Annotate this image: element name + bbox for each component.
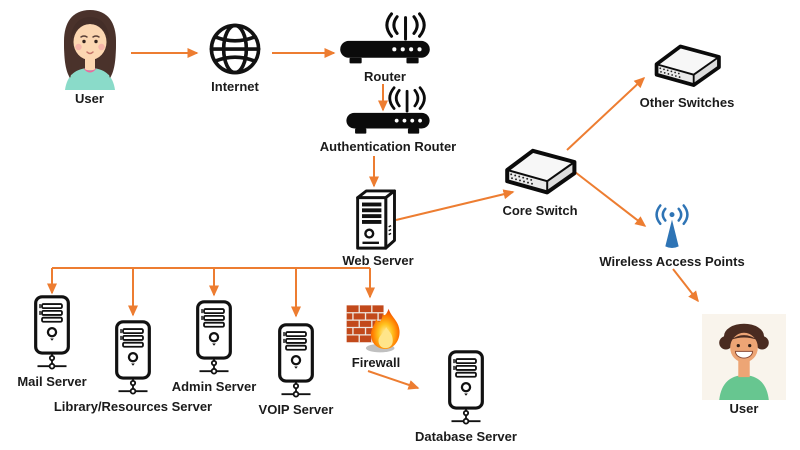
node-label: Admin Server [171,379,257,394]
node-label: Library/Resources Server [53,399,213,414]
node-label: Other Switches [639,95,735,110]
network-switch-icon [505,148,577,195]
man-avatar-icon [719,323,769,400]
node-voip-server: VOIP Server [256,323,336,418]
node-database-server: Database Server [414,350,518,445]
node-admin-server: Admin Server [171,300,257,395]
wireless-router-icon [340,12,430,64]
node-auth-router: Authentication Router [318,86,458,155]
node-label: VOIP Server [258,402,334,417]
node-internet: Internet [193,20,277,95]
server-node-icon [115,320,151,395]
user-photo [702,314,786,400]
node-label: User [729,401,759,416]
server-node-icon [196,300,232,375]
firewall-flame-icon [346,305,400,353]
node-label: User [75,91,104,106]
node-label: Router [364,69,406,84]
node-label: Authentication Router [319,139,457,154]
node-user-top: User [47,8,132,107]
node-firewall: Firewall [344,302,408,371]
tower-server-3d-icon [356,189,396,250]
node-core-switch: Core Switch [488,146,592,219]
server-node-icon [278,323,314,398]
node-label: Mail Server [17,374,87,389]
server-node-icon [34,295,70,370]
node-label: Wireless Access Points [599,254,745,269]
server-node-icon [448,350,484,425]
node-library-server: Library/Resources Server [53,320,213,415]
node-mail-server: Mail Server [14,295,90,390]
network-switch-icon [654,44,721,87]
node-other-switches: Other Switches [633,42,741,111]
node-label: Database Server [415,429,517,444]
globe-icon [209,23,261,75]
node-router: Router [333,12,437,85]
node-user-bottom: User [700,314,788,417]
node-label: Internet [211,79,259,94]
antenna-signal-icon [655,204,689,248]
wireless-router-icon [346,86,430,134]
woman-avatar-icon [63,10,116,90]
node-wireless-ap: Wireless Access Points [598,203,746,270]
node-label: Firewall [351,355,401,370]
node-label: Core Switch [502,203,578,218]
node-label: Web Server [342,253,414,268]
node-web-server: Web Server [339,188,417,269]
